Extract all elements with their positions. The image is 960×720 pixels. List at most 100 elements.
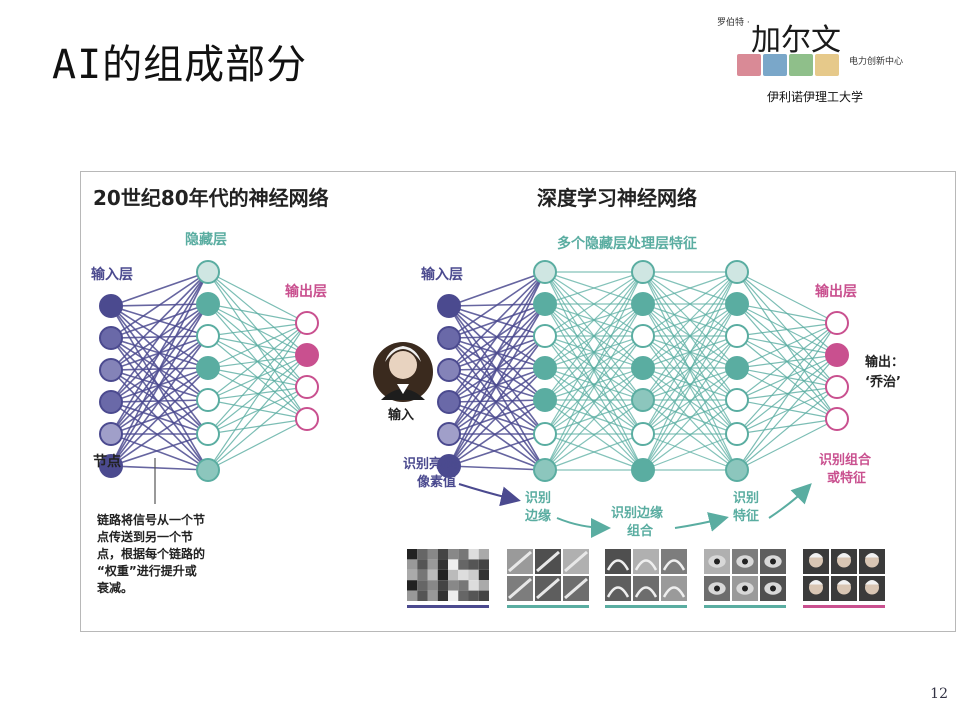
- network-link: [642, 271, 738, 369]
- network-link: [448, 271, 546, 371]
- hidden-node: [725, 260, 749, 284]
- pixel-cell: [407, 559, 418, 570]
- network-link: [448, 367, 546, 467]
- hidden-node: [196, 422, 220, 446]
- network-link: [544, 271, 644, 401]
- network-link: [207, 418, 308, 435]
- hidden-node: [533, 356, 557, 380]
- face-hair: [837, 553, 851, 558]
- thumbnail-bar: [803, 605, 885, 608]
- network-link: [207, 322, 308, 401]
- institution-logo: 罗伯特 · 加尔文 电力创新中心 伊利诺伊理工大学: [715, 12, 915, 107]
- hidden-node: [725, 458, 749, 482]
- input-node: [437, 422, 461, 446]
- input-node: [437, 390, 461, 414]
- output-caption-name: ‘乔治’: [865, 374, 901, 390]
- network-link: [448, 305, 546, 471]
- hidden-node: [631, 388, 655, 412]
- network-link: [448, 271, 546, 467]
- network-link: [110, 271, 209, 307]
- flow-arrow: [458, 483, 521, 507]
- pixel-cell: [417, 549, 428, 560]
- pixel-cell: [478, 559, 489, 570]
- pixel-cell: [407, 580, 418, 591]
- pixel-cell: [427, 590, 438, 601]
- input-node: [437, 358, 461, 382]
- network-link: [544, 433, 644, 471]
- feature-shape: [742, 585, 748, 592]
- network-link: [544, 335, 644, 435]
- input-node: [437, 294, 461, 318]
- hidden-node: [196, 260, 220, 284]
- pixel-cell: [417, 590, 428, 601]
- pixel-cell: [458, 580, 469, 591]
- output-caption: 输出：: [865, 354, 904, 370]
- pixel-cell: [478, 549, 489, 560]
- edge-curve: [634, 586, 658, 598]
- pixel-cell: [417, 559, 428, 570]
- network-link: [736, 386, 838, 471]
- left-net-title: 20世纪80年代的神经网络: [93, 186, 329, 210]
- network-link: [110, 303, 209, 467]
- network-link: [642, 271, 738, 305]
- pixel-cell: [458, 549, 469, 560]
- left-hidden-label: 隐藏层: [185, 231, 227, 248]
- network-link: [642, 367, 738, 435]
- hidden-node: [631, 324, 655, 348]
- network-link: [448, 303, 546, 467]
- edge-stroke: [564, 550, 588, 573]
- network-link: [736, 322, 838, 435]
- feature-shape: [770, 558, 776, 565]
- slide-title: AI的组成部分: [52, 42, 308, 88]
- network-link: [544, 303, 644, 471]
- edge-curve: [634, 559, 658, 571]
- thumbnail-bar: [704, 605, 786, 608]
- logo-name: 加尔文: [751, 23, 841, 58]
- stage-1-label: 识别亮/暗: [403, 456, 460, 472]
- network-link: [736, 386, 838, 401]
- stage-2-label: 边缘: [524, 508, 551, 524]
- network-link: [448, 337, 546, 471]
- thumbnail-group: [507, 549, 589, 608]
- edge-stroke: [508, 577, 532, 600]
- link-note-line: “权重”进行提升或: [97, 563, 197, 578]
- logo-tiles: [737, 54, 839, 76]
- thumbnail-group: [407, 549, 489, 608]
- left-output-label: 输出层: [285, 283, 327, 300]
- network-link: [642, 335, 738, 435]
- network-link: [736, 322, 838, 471]
- network-link: [110, 399, 209, 467]
- network-link: [544, 367, 644, 471]
- edge-curve: [606, 586, 630, 598]
- flow-arrow: [674, 512, 729, 532]
- edges-layer: [110, 271, 838, 471]
- thumbnail-bar: [507, 605, 589, 608]
- stage-5-label: 识别组合: [819, 452, 872, 468]
- network-link: [736, 322, 838, 337]
- face-hair: [809, 553, 823, 558]
- hidden-node: [196, 292, 220, 316]
- face-hair: [837, 580, 851, 585]
- network-link: [736, 354, 838, 435]
- link-note-line: 链路将信号从一个节: [97, 512, 205, 527]
- network-link: [544, 271, 644, 369]
- pixel-cell: [427, 569, 438, 581]
- logo-tile: [789, 54, 813, 76]
- network-link: [207, 418, 308, 471]
- network-link: [736, 354, 838, 471]
- output-node: [295, 311, 319, 335]
- network-link: [736, 322, 838, 369]
- thumbnail-group: [605, 549, 687, 608]
- pixel-cell: [437, 549, 448, 560]
- right-output-label: 输出层: [815, 283, 857, 300]
- output-node: [295, 343, 319, 367]
- stage-4-label: 识别: [733, 491, 759, 506]
- network-link: [642, 303, 738, 435]
- feature-thumbnails: [407, 549, 885, 608]
- network-link: [110, 335, 209, 467]
- network-link: [207, 386, 308, 435]
- network-link: [736, 271, 838, 324]
- pixel-cell: [427, 559, 438, 570]
- flow-arrow: [768, 483, 812, 519]
- pixel-cell: [458, 559, 469, 570]
